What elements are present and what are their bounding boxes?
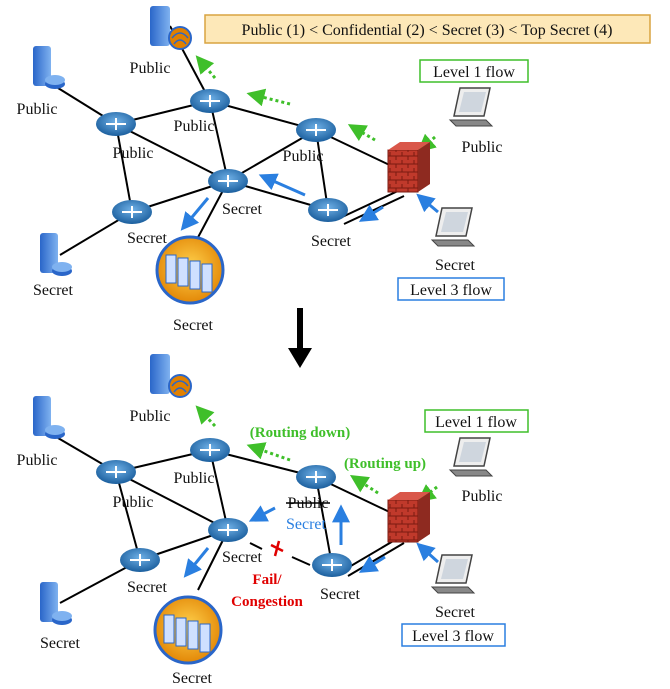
laptop-icon xyxy=(448,437,494,477)
bottom-flow-arrows xyxy=(183,405,440,578)
router-icon xyxy=(296,118,336,142)
router-lowright-label: Secret xyxy=(311,233,352,250)
router-icon xyxy=(208,169,248,193)
router-top-label: Public xyxy=(174,470,215,487)
routing-down-label: (Routing down) xyxy=(250,425,350,441)
web-server-icon xyxy=(150,6,192,50)
router-lowleft-label: Secret xyxy=(127,579,168,596)
top-flow-arrows xyxy=(180,55,439,231)
level1-flow-box: Level 1 flow xyxy=(419,59,529,83)
svg-text:Level 1 flow: Level 1 flow xyxy=(435,414,517,431)
left-server-icon xyxy=(33,46,65,89)
web-server-label: Public xyxy=(130,60,171,77)
router-icon xyxy=(312,553,352,577)
transition-arrow xyxy=(288,308,312,368)
top-diagram: Public Public Public Public Public Sec xyxy=(17,6,529,334)
security-levels-legend: Public (1) < Confidential (2) < Secret (… xyxy=(204,14,651,44)
firewall-icon xyxy=(387,492,430,543)
router-center-label: Secret xyxy=(222,201,263,218)
svg-text:Level 1 flow: Level 1 flow xyxy=(433,64,515,81)
server-lowleft-label: Secret xyxy=(40,635,81,652)
web-server-label: Public xyxy=(130,408,171,425)
level3-flow-box: Level 3 flow xyxy=(401,623,506,647)
router-icon xyxy=(96,112,136,136)
router-right-new-label: Secret xyxy=(286,516,327,533)
laptop-secret-label: Secret xyxy=(435,604,476,621)
database-label: Secret xyxy=(173,317,214,334)
bottom-diagram: Public Public Public Public Public Secre… xyxy=(17,354,529,687)
router-lowleft-label: Secret xyxy=(127,230,168,247)
laptop-public-label: Public xyxy=(462,488,503,505)
router-icon xyxy=(308,198,348,222)
fail-marker xyxy=(270,540,284,557)
laptop-icon xyxy=(430,554,476,594)
secret-server-icon xyxy=(40,582,72,625)
database-label: Secret xyxy=(172,670,213,687)
router-icon xyxy=(96,460,136,484)
router-top-label: Public xyxy=(174,118,215,135)
router-left-label: Public xyxy=(113,145,154,162)
router-center-label: Secret xyxy=(222,549,263,566)
web-server-icon xyxy=(150,354,192,398)
router-icon xyxy=(208,518,248,542)
database-icon xyxy=(155,235,225,305)
svg-text:Level 3 flow: Level 3 flow xyxy=(412,628,494,645)
secret-server-icon xyxy=(40,233,72,276)
svg-text:Level 3 flow: Level 3 flow xyxy=(410,282,492,299)
server-lowleft-label: Secret xyxy=(33,282,74,299)
database-icon xyxy=(153,595,223,665)
firewall-icon xyxy=(387,142,430,193)
level1-flow-box: Level 1 flow xyxy=(424,409,529,433)
router-left-label: Public xyxy=(113,494,154,511)
router-icon xyxy=(190,89,230,113)
fail-label: Fail/ xyxy=(252,572,282,588)
router-icon xyxy=(296,465,336,489)
laptop-public-label: Public xyxy=(462,139,503,156)
laptop-secret-label: Secret xyxy=(435,257,476,274)
legend-text: Public (1) < Confidential (2) < Secret (… xyxy=(242,22,613,39)
congestion-label: Congestion xyxy=(231,594,303,610)
level3-flow-box: Level 3 flow xyxy=(397,277,505,301)
laptop-icon xyxy=(430,207,476,247)
left-server-label: Public xyxy=(17,452,58,469)
router-icon xyxy=(120,548,160,572)
routing-up-label: (Routing up) xyxy=(344,456,426,472)
router-icon xyxy=(112,200,152,224)
router-lowright-label: Secret xyxy=(320,586,361,603)
router-right-label: Public xyxy=(283,148,324,165)
top-links xyxy=(57,25,401,256)
router-icon xyxy=(190,438,230,462)
laptop-icon xyxy=(448,87,494,127)
left-server-icon xyxy=(33,396,65,439)
left-server-label: Public xyxy=(17,101,58,118)
